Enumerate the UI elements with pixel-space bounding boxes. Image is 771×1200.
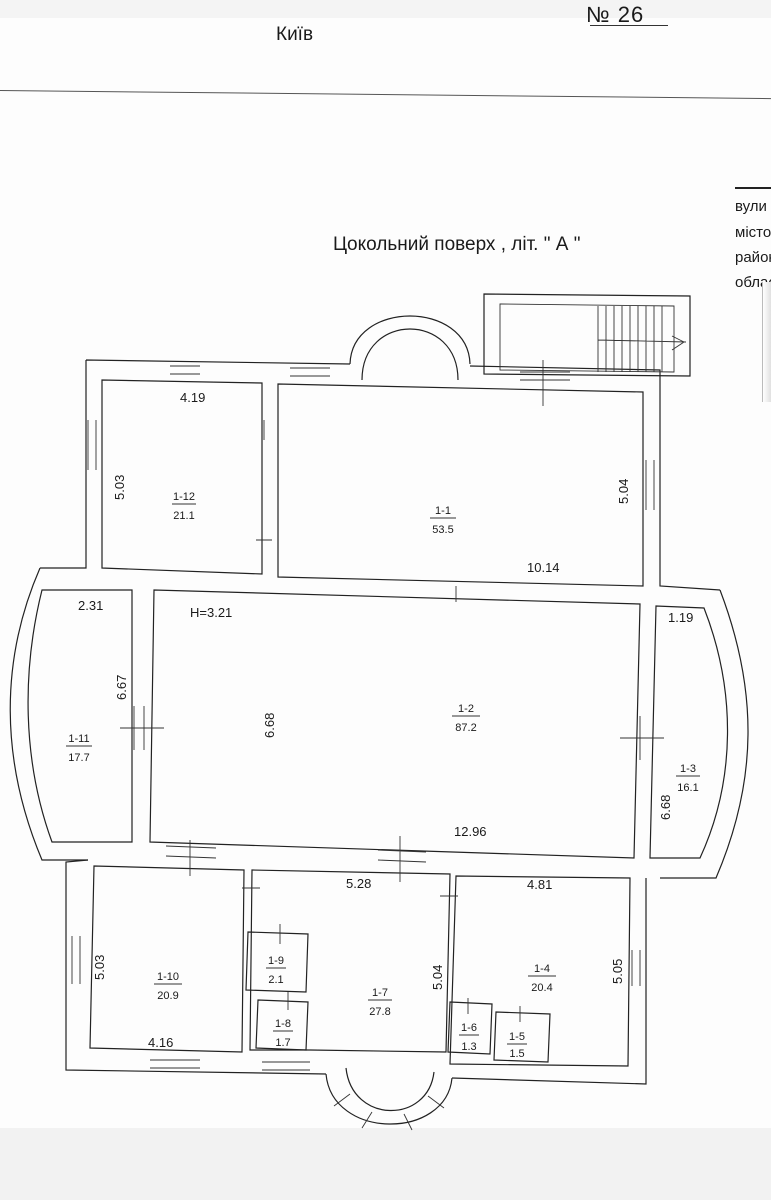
ceiling-height: H=3.21: [190, 605, 232, 620]
room-1-2-area: 87.2: [455, 722, 476, 734]
room-1-12-area: 21.1: [173, 510, 194, 522]
plan-title: Цокольний поверх , літ. " А ": [333, 234, 581, 255]
room-1-1-area: 53.5: [432, 524, 453, 536]
dim-4-81: 4.81: [527, 877, 552, 892]
room-1-6-id: 1-6: [461, 1022, 477, 1034]
room-1-9-id: 1-9: [268, 955, 284, 967]
bottom-margin: [0, 1128, 771, 1200]
side-text-1: вули: [735, 198, 767, 215]
dim-6-68-hall: 6.68: [262, 713, 277, 738]
document-number: № 26: [586, 2, 645, 27]
side-text-2: місто: [735, 224, 771, 241]
side-text-3: район: [735, 249, 771, 266]
dim-6-67: 6.67: [114, 675, 129, 700]
dim-4-19: 4.19: [180, 390, 205, 405]
room-1-4-area: 20.4: [531, 982, 552, 994]
room-1-6-area: 1.3: [461, 1041, 476, 1053]
room-1-10-id: 1-10: [157, 971, 179, 983]
room-1-12-id: 1-12: [173, 491, 195, 503]
side-rule: [735, 187, 771, 189]
room-1-10-area: 20.9: [157, 990, 178, 1002]
openings: [71, 360, 664, 1071]
dim-5-28: 5.28: [346, 876, 371, 891]
dim-5-05: 5.05: [610, 959, 625, 984]
paper-fold: [762, 282, 771, 402]
dim-1-19: 1.19: [668, 610, 693, 625]
room-1-2-id: 1-2: [458, 703, 474, 715]
room-1-3-area: 16.1: [677, 782, 698, 794]
room-1-11-id: 1-11: [68, 733, 89, 745]
dim-5-04-bottom: 5.04: [430, 965, 445, 990]
room-1-7-area: 27.8: [369, 1006, 390, 1018]
room-1-7-id: 1-7: [372, 987, 388, 999]
room-1-9-area: 2.1: [268, 974, 283, 986]
city-name: Київ: [276, 24, 314, 45]
room-1-8-id: 1-8: [275, 1018, 291, 1030]
room-1-3-id: 1-3: [680, 763, 696, 775]
dimension-labels: 4.19 5.03 5.04 10.14 2.31 H=3.21 1.19 6.…: [78, 390, 693, 1050]
room-labels: 1-12 21.1 1-1 53.5 1-2 87.2 1-11 17.7 1-…: [66, 491, 700, 1060]
dim-6-68-right: 6.68: [658, 795, 673, 820]
room-1-5-id: 1-5: [509, 1031, 525, 1043]
room-1-8-area: 1.7: [275, 1037, 290, 1049]
dim-2-31: 2.31: [78, 598, 103, 613]
dim-5-03-top: 5.03: [112, 475, 127, 500]
outer-walls: [9, 293, 749, 1131]
number-underline: [590, 25, 668, 26]
room-1-4-id: 1-4: [534, 963, 550, 975]
room-1-1-id: 1-1: [435, 505, 451, 517]
dim-5-04-top: 5.04: [616, 479, 631, 504]
dim-12-96: 12.96: [454, 824, 487, 839]
room-1-11-area: 17.7: [68, 752, 89, 764]
dim-5-03-bottom: 5.03: [92, 955, 107, 980]
dim-4-16: 4.16: [148, 1035, 173, 1050]
dim-10-14: 10.14: [527, 560, 560, 575]
room-1-5-area: 1.5: [509, 1048, 524, 1060]
